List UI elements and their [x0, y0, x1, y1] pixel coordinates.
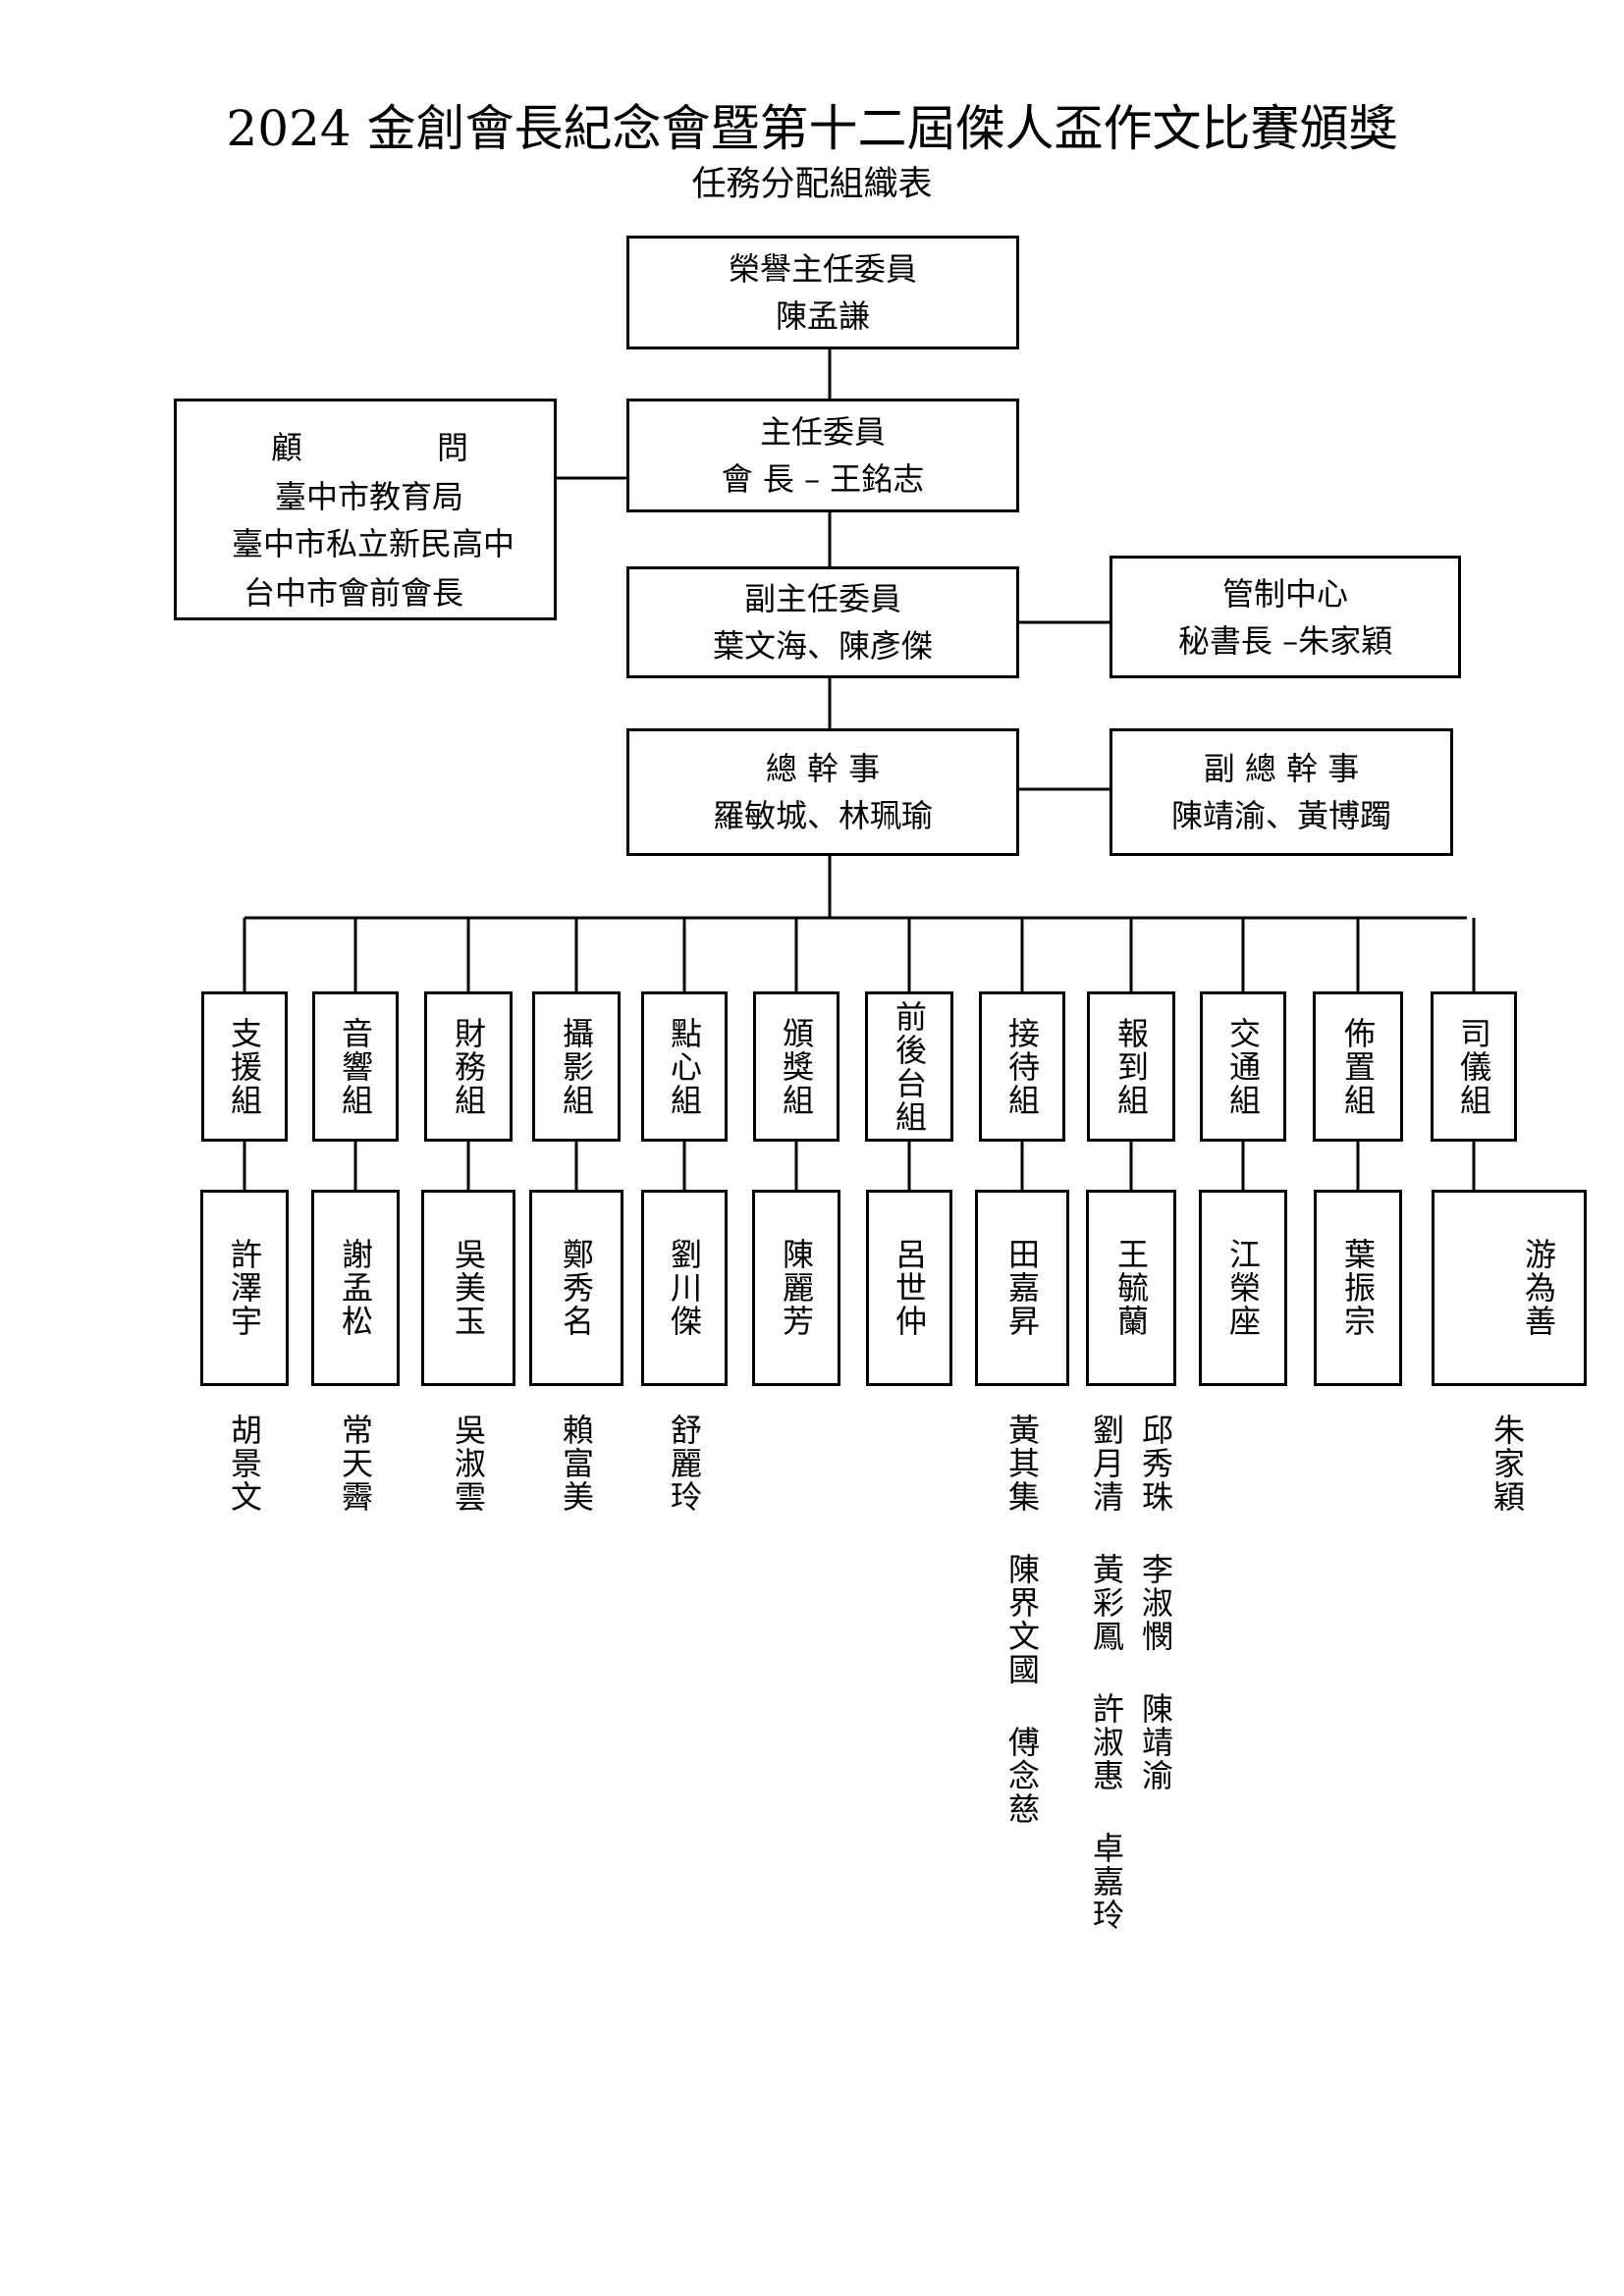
group-leader-box: 王毓蘭 — [1086, 1190, 1176, 1386]
group-box: 頒獎組 — [753, 991, 839, 1142]
group-name: 音響組 — [337, 1016, 374, 1117]
group-leader-name: 陳麗芳 — [778, 1238, 815, 1338]
advisors-title-right: 問 — [437, 429, 469, 466]
group-name: 前後台組 — [891, 999, 928, 1134]
group-member-column: 黃其集 陳界文國 傅念慈 — [1003, 1414, 1041, 1826]
group-leader-box: 謝孟松 — [311, 1190, 400, 1386]
group-name: 點心組 — [666, 1016, 703, 1117]
group-leader-box: 鄭秀名 — [529, 1190, 623, 1386]
group-leader-name: 呂世仲 — [891, 1238, 928, 1338]
advisor-line: 臺中市教育局 — [275, 478, 464, 515]
honorary-chair-box: 榮譽主任委員 陳孟謙 — [626, 236, 1019, 349]
vice-chair-box: 副主任委員 葉文海、陳彥傑 — [626, 566, 1019, 678]
chair-role: 主任委員 — [759, 413, 886, 451]
group-leader-name: 江榮座 — [1224, 1238, 1262, 1338]
group-box: 攝影組 — [532, 991, 621, 1142]
control-center-box: 管制中心 秘書長 –朱家穎 — [1110, 556, 1461, 678]
group-name: 佈置組 — [1339, 1016, 1377, 1117]
deputy-general-secretary-box: 副 總 幹 事 陳靖渝、黃博躅 — [1110, 728, 1453, 856]
group-box: 音響組 — [312, 991, 399, 1142]
general-secretary-name: 羅敏城、林珮瑜 — [712, 797, 933, 834]
group-name: 接待組 — [1003, 1016, 1041, 1117]
group-leader-box: 呂世仲 — [866, 1190, 952, 1386]
honorary-chair-role: 榮譽主任委員 — [728, 250, 917, 288]
group-leader-name: 田嘉昇 — [1003, 1238, 1041, 1338]
page-title: 2024 金創會長紀念會暨第十二屆傑人盃作文比賽頒獎 — [226, 100, 1398, 157]
group-name: 頒獎組 — [778, 1016, 815, 1117]
group-box: 佈置組 — [1313, 991, 1403, 1142]
group-leader-box: 許澤宇 — [200, 1190, 289, 1386]
control-center-role: 管制中心 — [1221, 574, 1348, 613]
deputy-general-secretary-role: 副 總 幹 事 — [1203, 750, 1360, 787]
group-name: 攝影組 — [558, 1016, 595, 1117]
group-leader-box: 游為善 — [1432, 1190, 1587, 1386]
group-box: 財務組 — [424, 991, 513, 1142]
control-center-name: 秘書長 –朱家穎 — [1177, 621, 1393, 660]
group-leader-box: 劉川傑 — [641, 1190, 728, 1386]
group-leader-box: 葉振宗 — [1314, 1190, 1402, 1386]
group-box: 交通組 — [1200, 991, 1286, 1142]
group-member-column: 常天霽 — [337, 1414, 374, 1514]
group-leader-name: 劉川傑 — [666, 1238, 703, 1338]
group-box: 支援組 — [201, 991, 288, 1142]
group-leader-name: 吳美玉 — [450, 1238, 487, 1338]
group-member-column: 劉月清 黃彩鳳 許淑惠 卓嘉玲 — [1088, 1414, 1125, 1932]
group-box: 前後台組 — [865, 991, 953, 1142]
group-box: 司儀組 — [1431, 991, 1517, 1142]
general-secretary-role: 總 幹 事 — [765, 750, 881, 787]
honorary-chair-name: 陳孟謙 — [775, 297, 870, 335]
group-box: 接待組 — [979, 991, 1065, 1142]
deputy-general-secretary-name: 陳靖渝、黃博躅 — [1170, 797, 1391, 834]
group-box: 點心組 — [641, 991, 728, 1142]
group-member-column: 邱秀珠 李淑憫 陳靖渝 — [1137, 1414, 1174, 1792]
chair-box: 主任委員 會 長 – 王銘志 — [626, 399, 1019, 512]
advisor-line: 臺中市私立新民高中 — [232, 525, 515, 562]
group-leader-name: 謝孟松 — [337, 1238, 374, 1338]
advisors-box: 顧 問 臺中市教育局 臺中市私立新民高中 台中市會前會長 — [174, 399, 557, 620]
group-member-column: 賴富美 — [558, 1414, 595, 1514]
vice-chair-role: 副主任委員 — [743, 580, 901, 617]
group-leader-box: 田嘉昇 — [975, 1190, 1069, 1386]
group-box: 報到組 — [1087, 991, 1175, 1142]
group-leader-name: 王毓蘭 — [1112, 1238, 1150, 1338]
group-leader-box: 吳美玉 — [421, 1190, 515, 1386]
group-member-column: 吳淑雲 — [450, 1414, 487, 1514]
group-leader-name: 游為善 — [1520, 1238, 1557, 1338]
group-leader-name: 許澤宇 — [226, 1238, 263, 1338]
general-secretary-box: 總 幹 事 羅敏城、林珮瑜 — [626, 728, 1019, 856]
group-member-column: 朱家穎 — [1489, 1414, 1526, 1514]
group-member-column: 舒麗玲 — [666, 1414, 703, 1514]
advisors-title-left: 顧 — [271, 429, 303, 466]
group-name: 報到組 — [1112, 1016, 1150, 1117]
chair-name: 會 長 – 王銘志 — [721, 460, 925, 498]
group-leader-name: 鄭秀名 — [558, 1238, 595, 1338]
vice-chair-name: 葉文海、陳彥傑 — [712, 627, 933, 665]
group-name: 財務組 — [450, 1016, 487, 1117]
page-subtitle: 任務分配組織表 — [691, 165, 933, 204]
group-leader-box: 江榮座 — [1199, 1190, 1287, 1386]
group-name: 支援組 — [226, 1016, 263, 1117]
advisor-line: 台中市會前會長 — [244, 574, 464, 612]
group-name: 交通組 — [1224, 1016, 1262, 1117]
group-leader-box: 陳麗芳 — [752, 1190, 840, 1386]
group-member-column: 胡景文 — [226, 1414, 263, 1514]
group-leader-name: 葉振宗 — [1339, 1238, 1377, 1338]
group-name: 司儀組 — [1455, 1016, 1492, 1117]
